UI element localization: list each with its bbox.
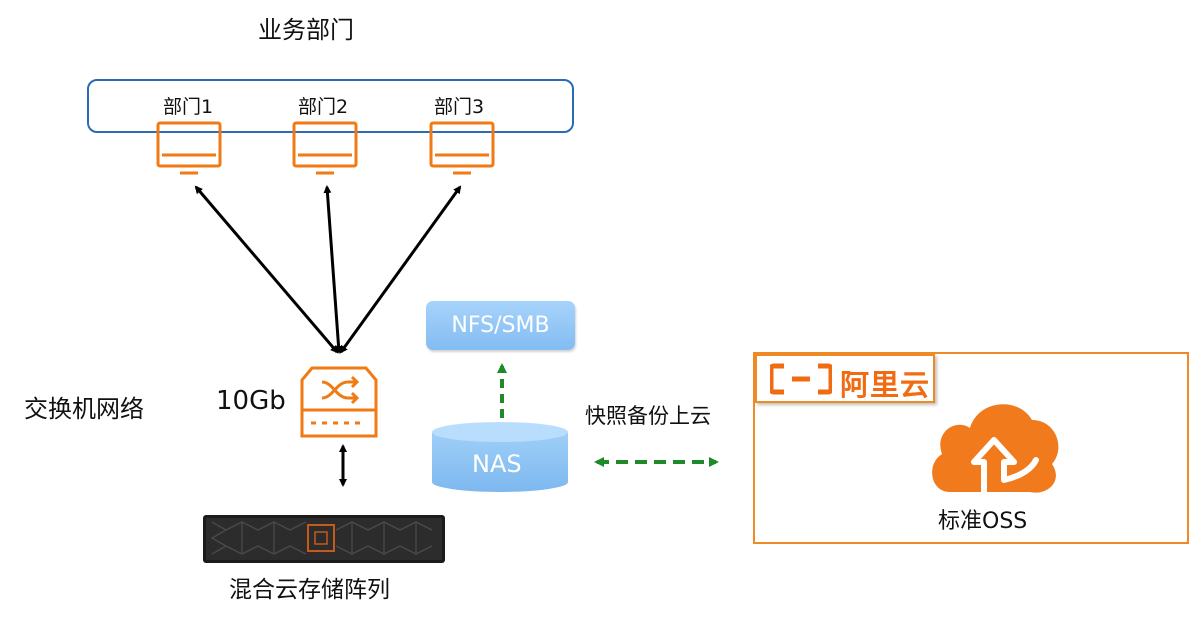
cloud-region-box: [753, 352, 1189, 544]
nas-label: NAS: [472, 450, 522, 478]
oss-service-label: 标准OSS: [938, 509, 1028, 534]
department-label-1: 部门1: [163, 96, 214, 118]
storage-array-label: 混合云存储阵列: [229, 577, 390, 603]
network-speed-label: 10Gb: [216, 386, 286, 416]
page-title: 业务部门: [258, 16, 354, 44]
protocol-label: NFS/SMB: [451, 313, 550, 338]
nas-database-icon: [432, 422, 568, 492]
department-label-2: 部门2: [298, 96, 349, 118]
cloud-upload-icon: [932, 404, 1059, 495]
brand-tab: [755, 354, 935, 403]
snapshot-backup-label: 快照备份上云: [585, 404, 711, 428]
monitor-icon: [156, 121, 222, 175]
protocol-box: NFS/SMB: [426, 301, 575, 350]
switch-network-label: 交换机网络: [24, 395, 144, 423]
network-switch-icon: [300, 366, 378, 438]
monitor-icon: [429, 121, 495, 175]
department-group: [87, 79, 574, 133]
aliyun-logo-icon: [770, 363, 832, 395]
storage-array-icon: [203, 515, 445, 563]
department-links: [194, 185, 462, 487]
department-label-3: 部门3: [434, 96, 485, 118]
brand-name: 阿里云: [840, 368, 931, 402]
monitor-icon: [292, 121, 358, 175]
